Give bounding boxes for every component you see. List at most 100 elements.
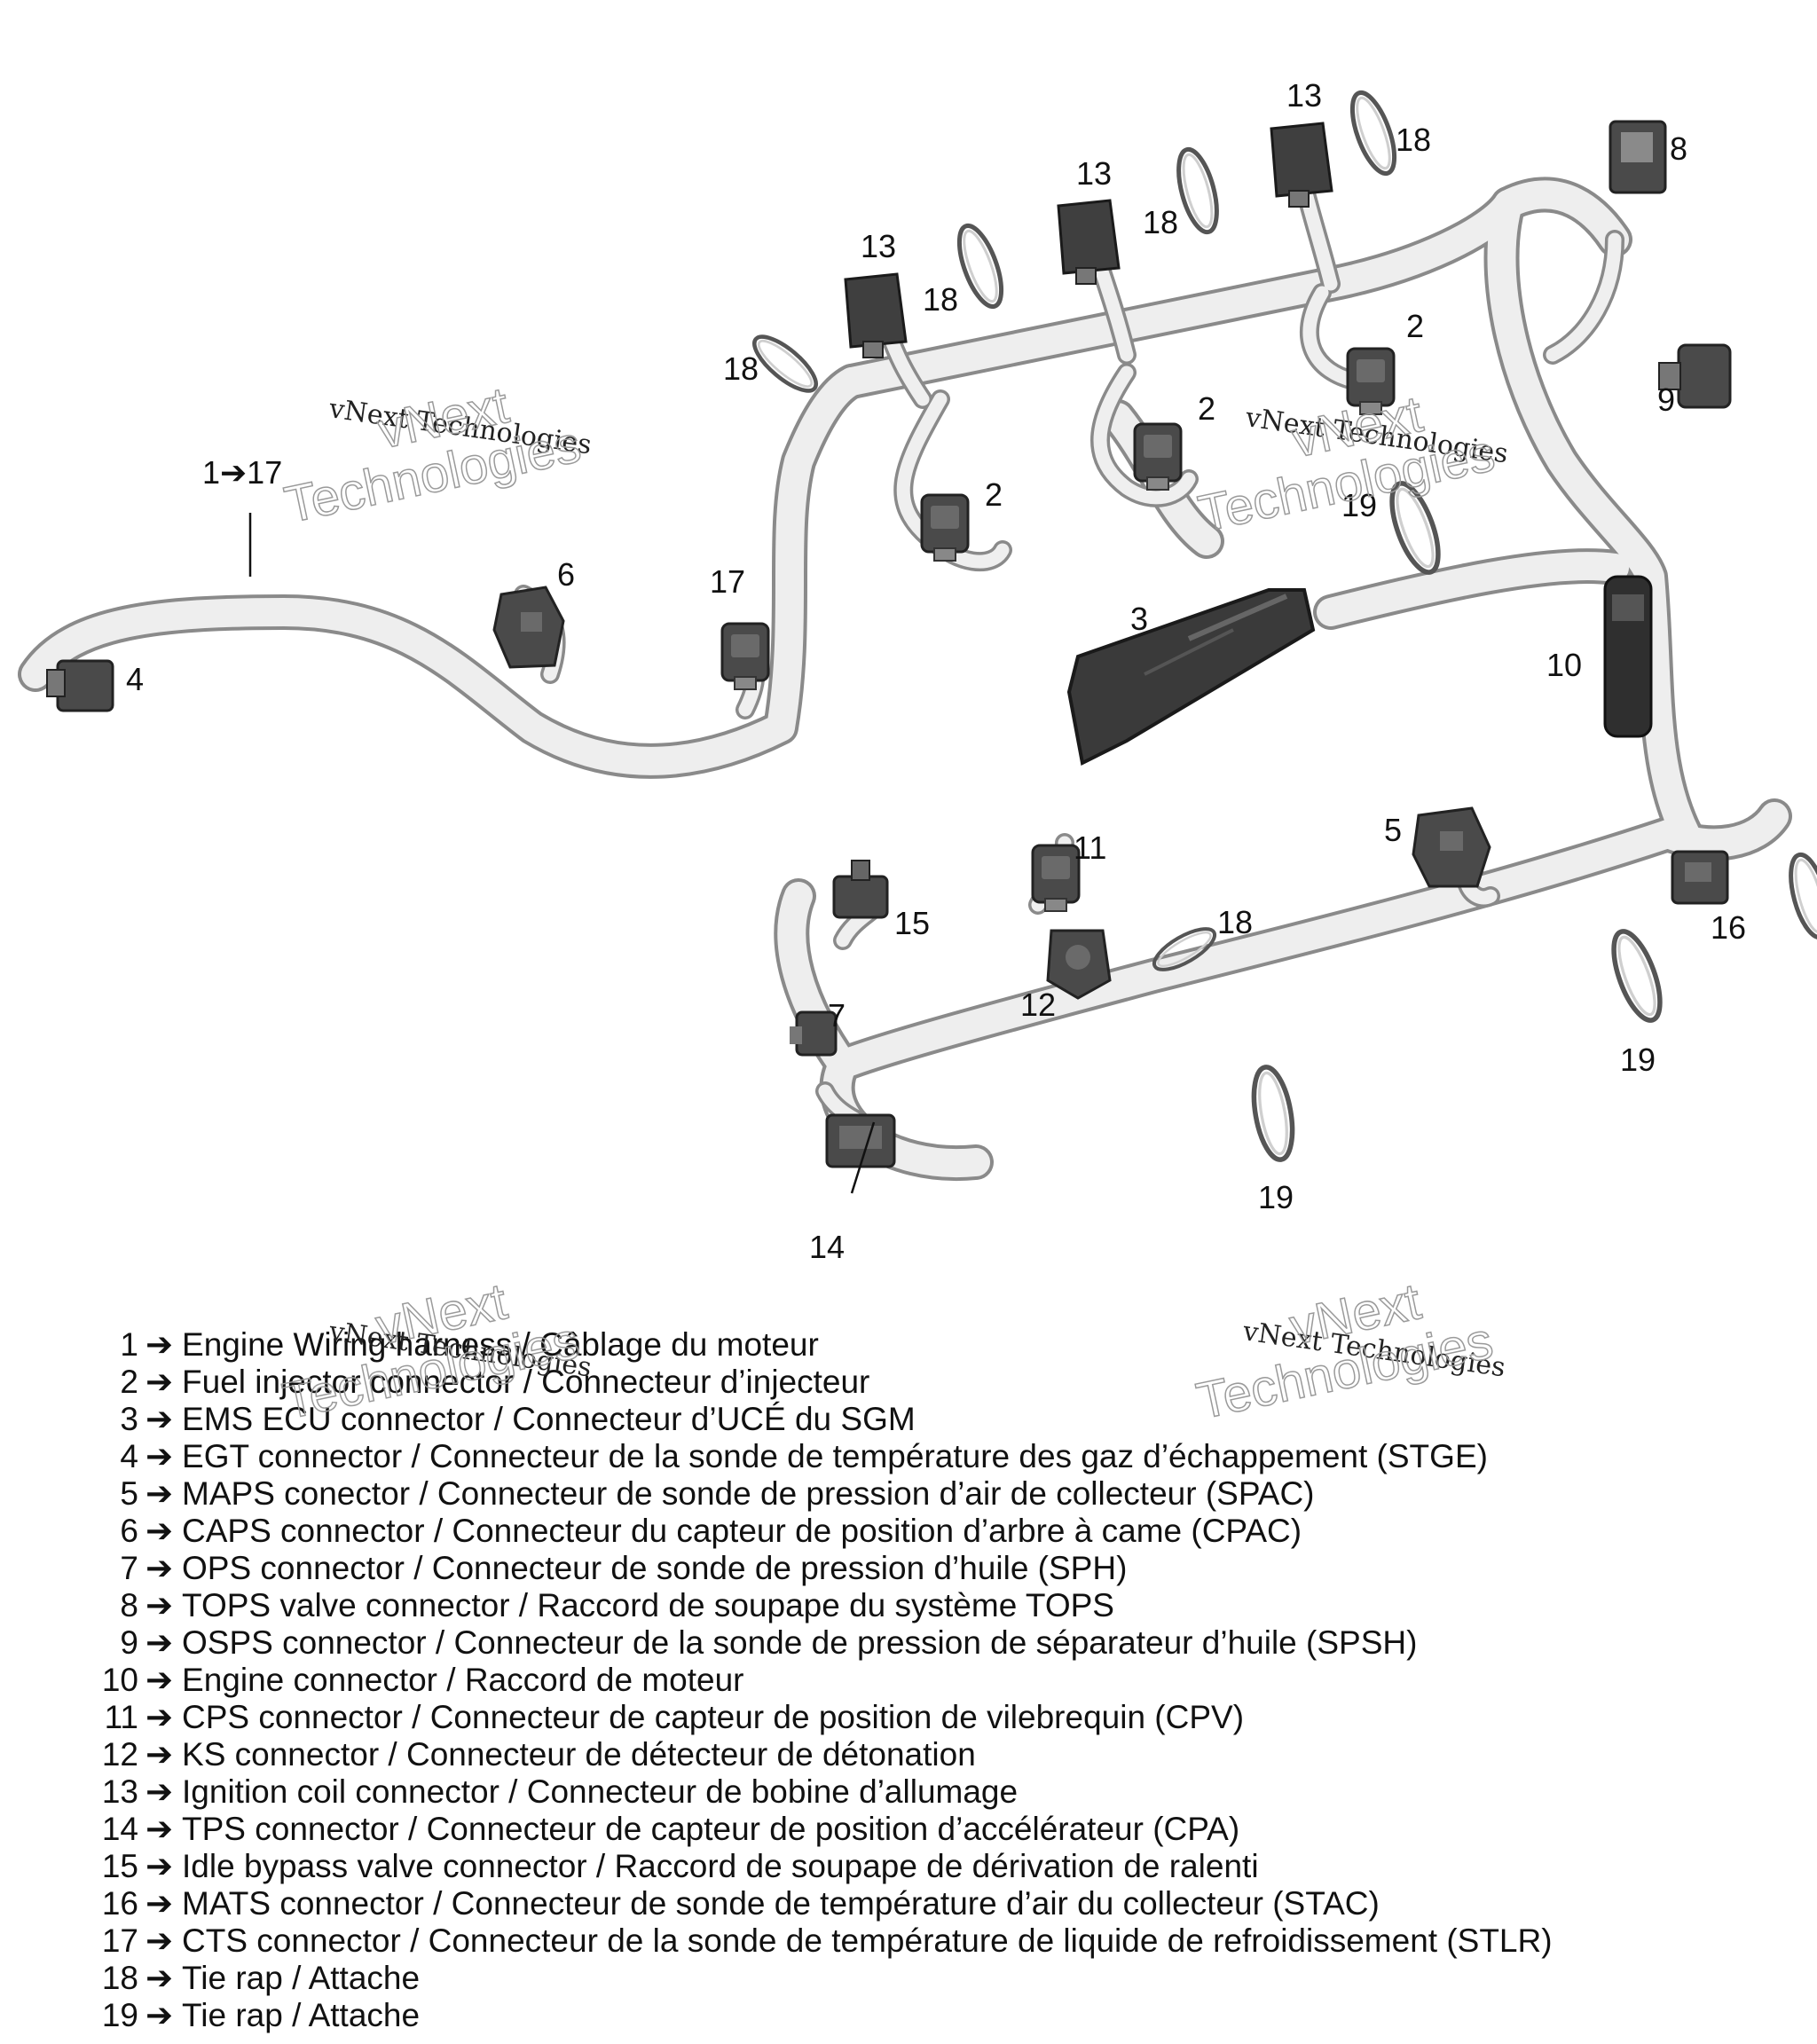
callout-17: 17 (710, 563, 745, 600)
connector-ignition-coil-13b (1057, 199, 1121, 285)
legend-item-text: MATS connector / Connecteur de sonde de … (182, 1885, 1380, 1922)
arrow-icon: ➔ (146, 1438, 174, 1474)
legend-item-number: 18 (101, 1960, 138, 1996)
legend-item-text: Fuel injector connector / Connecteur d’i… (182, 1364, 870, 1400)
callout-18a: 18 (723, 350, 759, 387)
legend-item-text: Ignition coil connector / Connecteur de … (182, 1773, 1019, 1810)
arrow-icon: ➔ (146, 1550, 174, 1586)
legend-item: 1➔Engine Wiring harness / Câblage du mot… (98, 1326, 1810, 1364)
callout-6: 6 (557, 556, 575, 593)
legend-item: 18➔Tie rap / Attache (98, 1960, 1810, 1997)
arrow-icon: ➔ (146, 1624, 174, 1661)
callout-11: 11 (1074, 829, 1106, 866)
arrow-icon: ➔ (146, 1736, 174, 1773)
callout-2a: 2 (985, 476, 1003, 513)
legend-item: 9➔OSPS connector / Connecteur de la sond… (98, 1624, 1810, 1662)
connector-mats-16 (1671, 850, 1729, 905)
callout-8: 8 (1670, 130, 1687, 167)
arrow-icon: ➔ (146, 1662, 174, 1698)
callout-19c: 19 (1258, 1179, 1294, 1215)
tie-rap-19c (1247, 1065, 1298, 1163)
callout-18d: 18 (1396, 122, 1431, 158)
callout-labels: 1➔17 4 6 17 18 13 18 13 18 13 18 8 2 2 2… (126, 77, 1746, 1265)
legend-item-text: EGT connector / Connecteur de la sonde d… (182, 1438, 1488, 1474)
legend-item-number: 6 (120, 1513, 138, 1549)
legend-item: 16➔MATS connector / Connecteur de sonde … (98, 1885, 1810, 1922)
legend-item-text: TPS connector / Connecteur de capteur de… (182, 1811, 1240, 1847)
tie-rap-partial (1783, 851, 1817, 941)
legend-item: 2➔Fuel injector connector / Connecteur d… (98, 1364, 1810, 1401)
arrow-icon: ➔ (146, 1960, 174, 1996)
arrow-icon: ➔ (146, 1326, 174, 1363)
connector-tps-14 (825, 1113, 896, 1168)
legend-item-number: 10 (101, 1662, 138, 1698)
leader-lines (248, 513, 876, 1194)
legend-item-number: 11 (104, 1699, 138, 1735)
legend-item-text: CPS connector / Connecteur de capteur de… (182, 1699, 1245, 1735)
legend-item: 3➔EMS ECU connector / Connecteur d’UCÉ d… (98, 1401, 1810, 1438)
legend-item-number: 16 (101, 1885, 138, 1922)
callout-13c: 13 (1286, 77, 1322, 114)
legend-list: 1➔Engine Wiring harness / Câblage du mot… (98, 1326, 1810, 2034)
legend-item: 13➔Ignition coil connector / Connecteur … (98, 1773, 1810, 1811)
legend-item-text: Idle bypass valve connector / Raccord de… (182, 1848, 1259, 1884)
callout-15: 15 (894, 905, 930, 941)
legend-item-number: 14 (101, 1811, 138, 1847)
legend-item-number: 3 (120, 1401, 138, 1437)
legend-item-text: TOPS valve connector / Raccord de soupap… (182, 1587, 1114, 1623)
legend-item-text: Engine connector / Raccord de moteur (182, 1662, 744, 1698)
tie-rap-18d (1344, 88, 1404, 179)
legend-item-number: 17 (101, 1922, 138, 1959)
connector-fuel-injector-2a (920, 493, 970, 562)
connector-idle-bypass-15 (832, 860, 889, 919)
legend-item-text: Tie rap / Attache (182, 1997, 421, 2033)
legend-item-number: 9 (120, 1624, 138, 1661)
callout-13a: 13 (861, 228, 896, 264)
arrow-icon: ➔ (146, 1773, 174, 1810)
arrow-icon: ➔ (146, 1513, 174, 1549)
tie-rap-19b (1604, 926, 1669, 1026)
callout-10: 10 (1546, 647, 1582, 683)
callout-14: 14 (809, 1229, 845, 1265)
wiring-harness-diagram: 1➔17 4 6 17 18 13 18 13 18 13 18 8 2 2 2… (18, 77, 1817, 1265)
legend-item: 6➔CAPS connector / Connecteur du capteur… (98, 1513, 1810, 1550)
arrow-icon: ➔ (146, 1997, 174, 2033)
callout-9: 9 (1657, 381, 1675, 418)
legend-item: 15➔Idle bypass valve connector / Raccord… (98, 1848, 1810, 1885)
watermark-1-outline: vNext Technologies (279, 375, 586, 535)
connector-ks-12 (1046, 929, 1112, 1000)
legend-item: 7➔OPS connector / Connecteur de sonde de… (98, 1550, 1810, 1587)
connector-ignition-coil-13a (844, 272, 908, 358)
callout-18c: 18 (1143, 204, 1178, 240)
legend-item: 12➔KS connector / Connecteur de détecteu… (98, 1736, 1810, 1773)
tie-rap-18b (951, 221, 1011, 312)
arrow-icon: ➔ (146, 1401, 174, 1437)
legend-item-text: Tie rap / Attache (182, 1960, 421, 1996)
callout-18e: 18 (1217, 904, 1253, 940)
callout-18b: 18 (923, 281, 958, 318)
arrow-icon: ➔ (146, 1699, 174, 1735)
callout-7: 7 (828, 997, 846, 1034)
arrow-icon: ➔ (146, 1848, 174, 1884)
callout-4: 4 (126, 661, 144, 697)
callout-1-17: 1➔17 (202, 454, 282, 491)
connector-osps-9 (1658, 343, 1732, 409)
callout-3: 3 (1130, 601, 1148, 637)
legend-item: 14➔TPS connector / Connecteur de capteur… (98, 1811, 1810, 1848)
legend-item: 8➔TOPS valve connector / Raccord de soup… (98, 1587, 1810, 1624)
connector-fuel-injector-2b (1133, 422, 1183, 491)
legend-item: 4➔EGT connector / Connecteur de la sonde… (98, 1438, 1810, 1475)
legend-item-number: 5 (120, 1475, 138, 1512)
connector-ems-ecu-3 (1066, 588, 1316, 766)
connector-caps-6 (492, 586, 565, 669)
connector-engine-10 (1603, 575, 1653, 738)
legend-item-number: 4 (120, 1438, 138, 1474)
legend-item-text: EMS ECU connector / Connecteur d’UCÉ du … (182, 1401, 916, 1437)
legend-item-number: 7 (120, 1550, 138, 1586)
arrow-icon: ➔ (146, 1475, 174, 1512)
legend-item-text: Engine Wiring harness / Câblage du moteu… (182, 1326, 819, 1363)
arrow-icon: ➔ (146, 1922, 174, 1959)
legend-item-text: CTS connector / Connecteur de la sonde d… (182, 1922, 1553, 1959)
legend-item: 17➔CTS connector / Connecteur de la sond… (98, 1922, 1810, 1960)
legend-item-text: OPS connector / Connecteur de sonde de p… (182, 1550, 1128, 1586)
